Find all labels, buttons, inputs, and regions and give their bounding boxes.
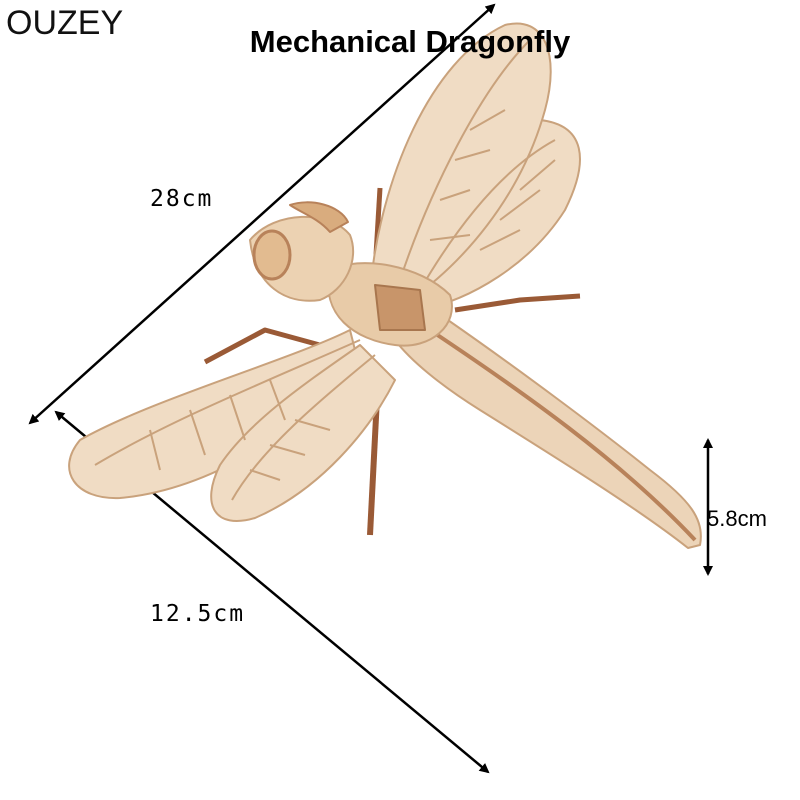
length-label: 28cm: [150, 186, 214, 212]
leg: [203, 327, 339, 365]
page-title: Mechanical Dragonfly: [249, 24, 571, 59]
length-arrow: [28, 3, 496, 425]
wing-lower-front: [210, 344, 396, 523]
wingspan-label: 12.5cm: [150, 601, 246, 627]
leg: [454, 293, 581, 313]
dragonfly-photo: [68, 22, 702, 549]
eye: [252, 229, 292, 281]
height-label: 5.8cm: [707, 506, 767, 531]
abdomen: [394, 299, 702, 549]
wing-upper-front: [369, 22, 552, 301]
brand-label: OUZEY: [6, 4, 124, 42]
